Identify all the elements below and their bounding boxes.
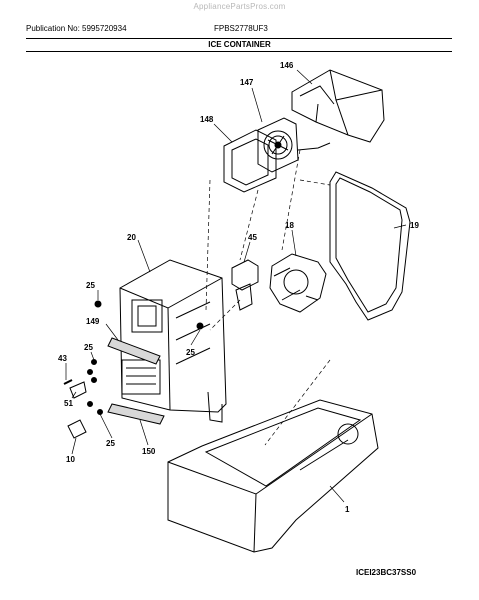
part-label-150: 150 bbox=[142, 447, 156, 456]
watermark: AppliancePartsPros.com bbox=[193, 2, 286, 11]
part-label-25-top: 25 bbox=[86, 281, 95, 290]
ice-container-housing bbox=[119, 259, 227, 423]
header-rule-bottom bbox=[26, 51, 452, 52]
bracket-part bbox=[69, 381, 87, 399]
insulation-strip-149 bbox=[107, 337, 161, 365]
part-label-1: 1 bbox=[345, 505, 350, 514]
leader-lines bbox=[65, 69, 407, 503]
part-label-10: 10 bbox=[66, 455, 75, 464]
part-label-148: 148 bbox=[200, 115, 214, 124]
diagram-code: ICEI23BC37SS0 bbox=[356, 568, 417, 577]
section-title: ICE CONTAINER bbox=[208, 40, 271, 49]
part-label-51: 51 bbox=[64, 399, 73, 408]
fan-shroud-part bbox=[223, 129, 277, 193]
auger-motor-part bbox=[269, 253, 327, 313]
model-number: FPBS2778UF3 bbox=[214, 24, 268, 33]
part-label-149: 149 bbox=[86, 317, 100, 326]
fan-motor-part bbox=[257, 117, 331, 173]
solenoid-part bbox=[231, 259, 259, 311]
gasket-part bbox=[329, 171, 411, 321]
insulation-strip-150 bbox=[107, 403, 165, 425]
part-label-43: 43 bbox=[58, 354, 67, 363]
part-label-18: 18 bbox=[285, 221, 294, 230]
part-label-25-right: 25 bbox=[186, 348, 195, 357]
part-label-45: 45 bbox=[248, 233, 257, 242]
assembly-guide-lines bbox=[205, 149, 331, 446]
screw-parts bbox=[87, 300, 204, 415]
part-label-20: 20 bbox=[127, 233, 136, 242]
knob-part bbox=[67, 419, 87, 439]
header-rule-top bbox=[26, 38, 452, 39]
screw-part-43 bbox=[63, 379, 73, 385]
ice-bucket-part bbox=[167, 399, 379, 553]
part-label-147: 147 bbox=[240, 78, 254, 87]
air-duct-part bbox=[291, 69, 385, 143]
part-number-labels: 146 147 148 19 18 45 20 25 149 25 25 43 … bbox=[58, 61, 419, 514]
part-label-25-bottom: 25 bbox=[106, 439, 115, 448]
part-label-19: 19 bbox=[410, 221, 419, 230]
publication-number: Publication No: 5995720934 bbox=[26, 24, 127, 33]
part-label-25-left: 25 bbox=[84, 343, 93, 352]
part-label-146: 146 bbox=[280, 61, 294, 70]
